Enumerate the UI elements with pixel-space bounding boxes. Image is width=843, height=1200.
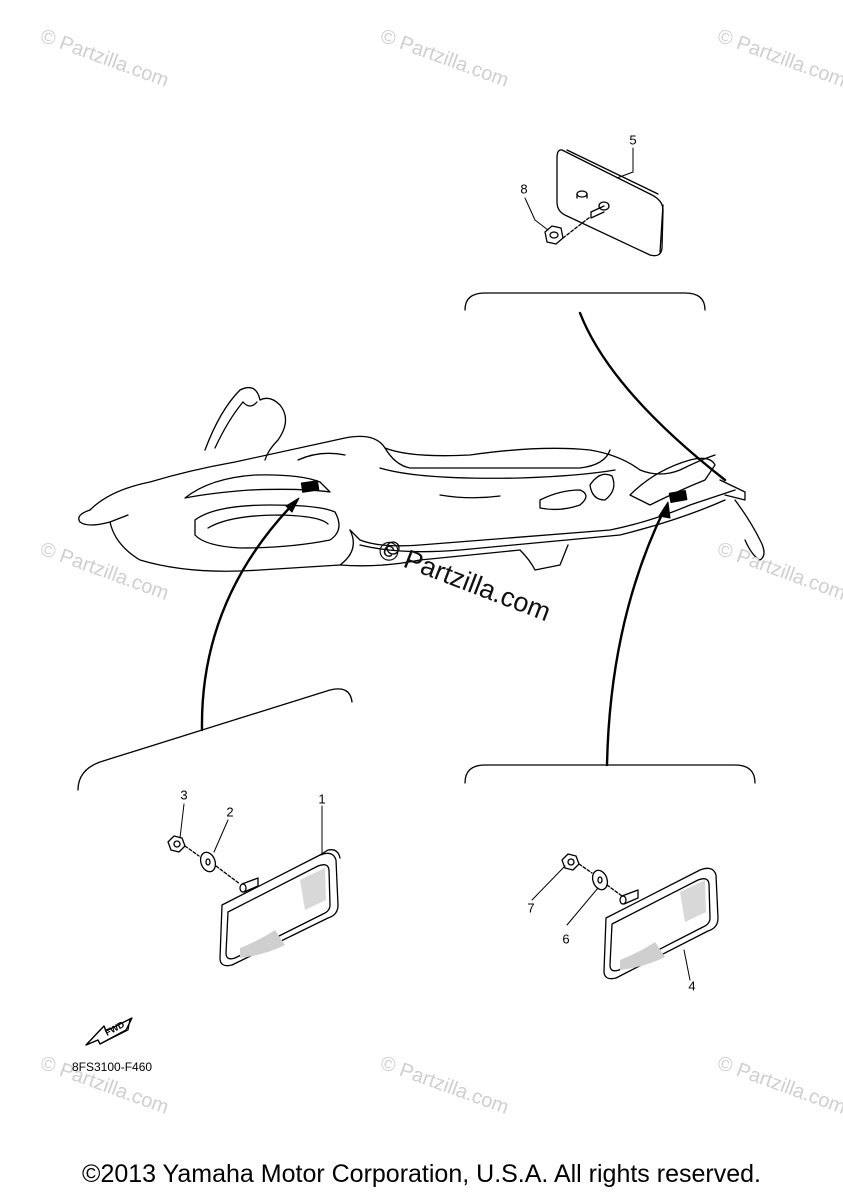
arrowhead-left [285,497,300,513]
leader-line-top [578,311,727,482]
callout-5: 5 [629,132,637,148]
copyright-notice: ©2013 Yamaha Motor Corporation, U.S.A. A… [82,1160,761,1188]
inset-bracket-right [464,764,756,784]
callout-4: 4 [688,978,696,994]
callout-8: 8 [520,181,528,197]
front-reflector-location [300,480,320,493]
diagram-code: 8FS3100-F460 [72,1060,153,1074]
leader-line-left [200,500,297,732]
callout-3: 3 [180,787,188,803]
leader-line-right [605,506,667,767]
inset-bracket-left [77,688,353,791]
nut-7 [561,853,593,874]
reflector-1 [219,849,341,967]
callout-1: 1 [318,791,326,807]
callout-7: 7 [527,900,535,916]
reflector-5 [556,149,664,257]
arrowhead-right [658,501,671,519]
nut-8 [544,216,591,245]
nut-3 [167,835,200,857]
callout-2: 2 [226,804,234,820]
inset-bracket-top [464,292,706,311]
washer-2 [199,851,241,885]
washer-6 [591,869,623,897]
snowmobile-outline [78,386,765,572]
reflector-4 [603,867,719,980]
fwd-arrow-icon [85,1017,133,1046]
rear-reflector-location [668,490,688,503]
callout-6: 6 [562,931,570,947]
